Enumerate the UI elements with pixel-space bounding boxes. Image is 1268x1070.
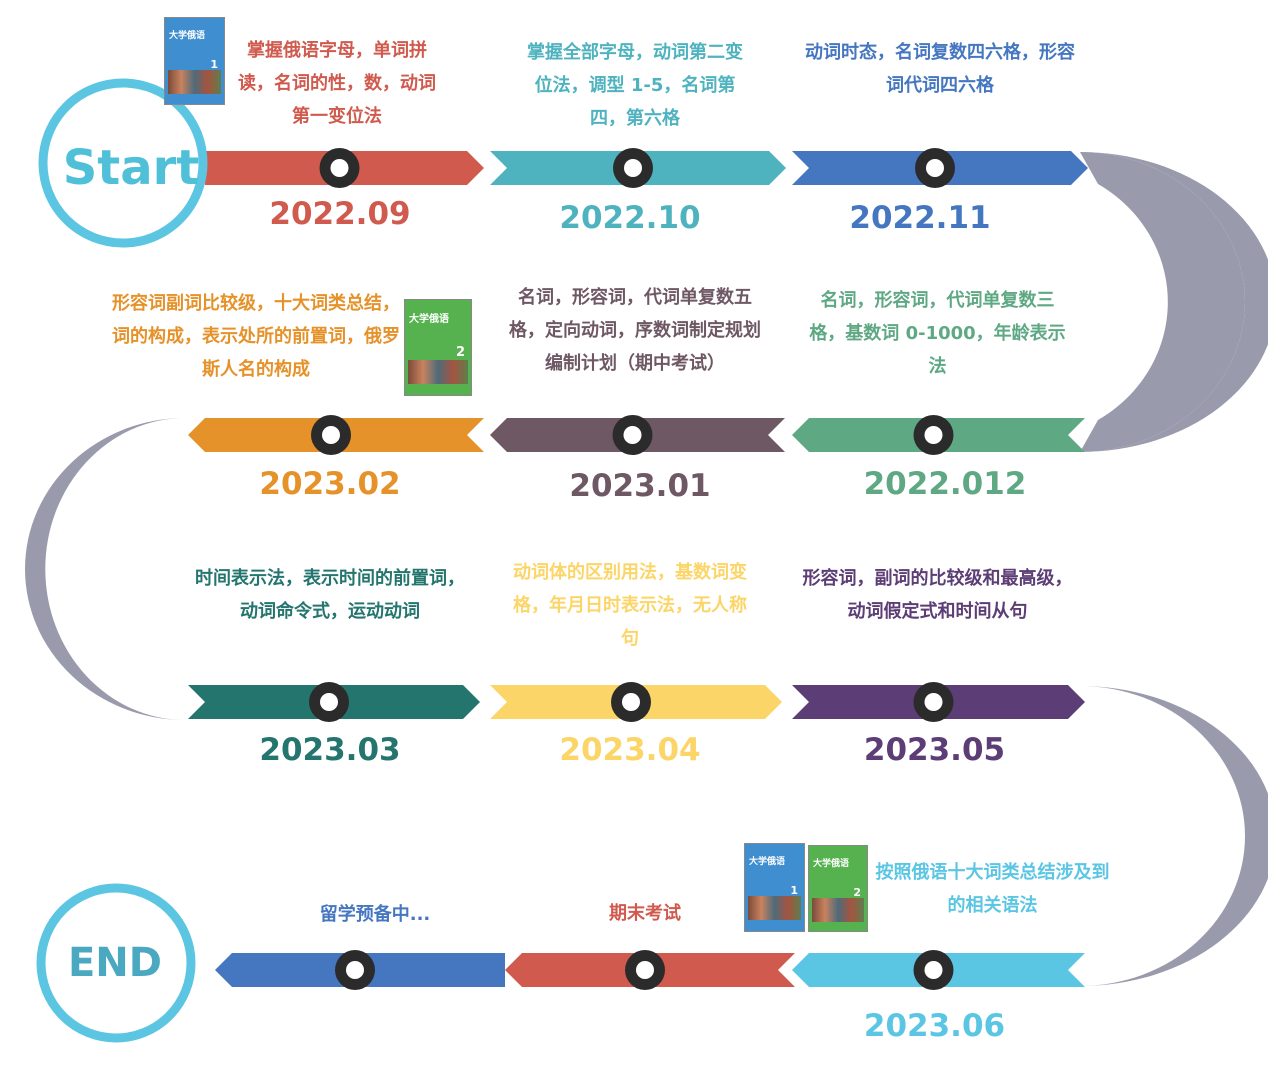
- connector-arc-right-1: [1080, 152, 1245, 452]
- milestone-date: 2023.02: [250, 466, 410, 502]
- milestone-date: 2022.012: [860, 466, 1030, 502]
- timeline-node-center: [925, 693, 943, 711]
- milestone-description: 按照俄语十大词类总结涉及到的相关语法: [870, 856, 1115, 922]
- milestone-date: 2023.03: [250, 732, 410, 768]
- milestone-description: 掌握俄语字母，单词拼读，名词的性，数，动词第一变位法: [232, 34, 442, 133]
- timeline-node-center: [331, 159, 349, 177]
- milestone-description: 时间表示法，表示时间的前置词，动词命令式，运动动词: [195, 562, 465, 628]
- milestone-description: 形容词副词比较级，十大词类总结，词的构成，表示处所的前置词，俄罗斯人名的构成: [106, 287, 406, 386]
- timeline-node-center: [322, 426, 340, 444]
- timeline-node-center: [624, 159, 642, 177]
- milestone-description: 动词时态，名词复数四六格，形容词代词四六格: [805, 36, 1075, 102]
- start-label: Start: [46, 140, 216, 196]
- start-end-rings: [41, 83, 203, 1038]
- textbook-cover-1-small: 大学俄语 1: [744, 843, 805, 932]
- end-label: END: [40, 940, 190, 986]
- textbook-cover-1: 大学俄语 1: [164, 17, 225, 105]
- milestone-description: 形容词，副词的比较级和最高级，动词假定式和时间从句: [800, 562, 1075, 628]
- textbook-cover-2-small: 大学俄语 2: [808, 845, 868, 932]
- milestone-date: 2022.10: [545, 200, 715, 236]
- milestone-description: 名词，形容词，代词单复数五格，定向动词，序数词制定规划编制计划（期中考试）: [505, 281, 765, 380]
- timeline-node-center: [624, 426, 642, 444]
- timeline-node-center: [926, 159, 944, 177]
- milestone-date: 2023.04: [550, 732, 710, 768]
- milestone-description: 名词，形容词，代词单复数三格，基数词 0-1000，年龄表示法: [805, 284, 1070, 383]
- milestone-description: 掌握全部字母，动词第二变位法，调型 1-5，名词第四，第六格: [520, 36, 750, 135]
- connector-arc-right-2: [1080, 686, 1268, 986]
- timeline-node-center: [320, 693, 338, 711]
- timeline-node-center: [925, 961, 943, 979]
- timeline-node-center: [925, 426, 943, 444]
- milestone-description: 留学预备中...: [300, 898, 450, 931]
- timeline-node-center: [622, 693, 640, 711]
- timeline-node-center: [346, 961, 364, 979]
- connector-arc-left: [25, 418, 185, 720]
- milestone-date: 2022.09: [260, 196, 420, 232]
- milestone-description: 动词体的区别用法，基数词变格，年月日时表示法，无人称句: [505, 556, 755, 655]
- milestone-date: 2022.11: [840, 200, 1000, 236]
- textbook-cover-2: 大学俄语 2: [404, 299, 472, 396]
- milestone-description: 期末考试: [595, 897, 695, 930]
- milestone-date: 2023.01: [555, 468, 725, 504]
- milestone-date: 2023.05: [852, 732, 1017, 768]
- timeline-node-center: [636, 961, 654, 979]
- milestone-date: 2023.06: [852, 1008, 1017, 1044]
